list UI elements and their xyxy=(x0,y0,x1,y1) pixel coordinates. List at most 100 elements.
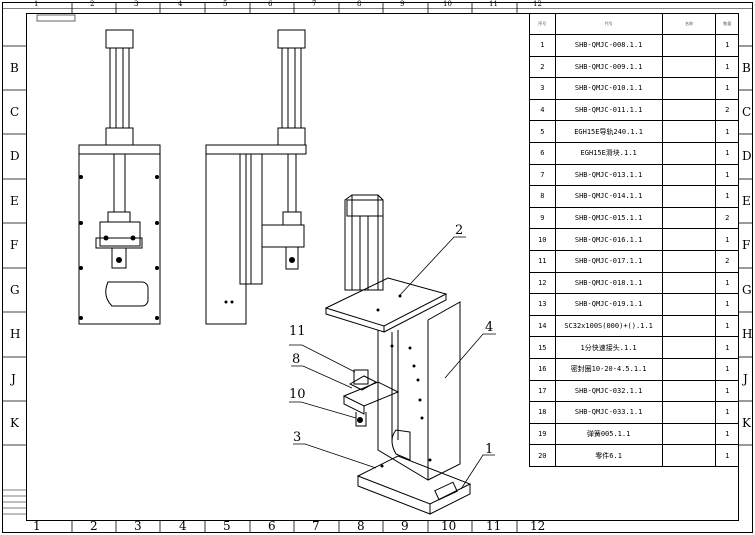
bom-no: 16 xyxy=(529,357,556,381)
bom-qty: 2 xyxy=(715,249,739,273)
bom-no: 4 xyxy=(529,98,556,122)
bom-qty: 1 xyxy=(715,293,739,316)
bom-desc xyxy=(661,77,717,100)
bom-desc xyxy=(661,185,717,208)
bom-desc xyxy=(661,206,717,230)
bom-part: SC32x100S(000)+().1.1 xyxy=(554,314,663,338)
bom-qty: 2 xyxy=(715,98,739,122)
bom-no: 12 xyxy=(529,271,556,295)
zone-bottom-label: 10 xyxy=(441,519,457,533)
zone-right-label: G xyxy=(742,283,752,297)
bom-header-cell: 名称 xyxy=(661,13,717,35)
zone-left-label: D xyxy=(10,149,20,163)
bom-qty: 1 xyxy=(715,401,739,424)
zone-top-label: 4 xyxy=(178,0,183,8)
zone-bottom-label: 4 xyxy=(179,519,187,533)
bom-part: SHB-QMJC-033.1.1 xyxy=(554,401,663,424)
bom-no: 14 xyxy=(529,314,556,338)
bom-qty: 1 xyxy=(715,271,739,295)
zone-bottom-label: 11 xyxy=(486,519,502,533)
bom-header-cell: 序号 xyxy=(529,13,556,35)
bom-part: SHB-QMJC-011.1.1 xyxy=(554,98,663,122)
bom-no: 17 xyxy=(529,379,556,403)
bom-part: SHB-QMJC-017.1.1 xyxy=(554,249,663,273)
zone-bottom-label: 6 xyxy=(268,519,276,533)
bom-desc xyxy=(661,141,717,165)
zone-bottom-label: 1 xyxy=(33,519,41,533)
zone-right-label: D xyxy=(742,149,752,163)
bom-desc xyxy=(661,314,717,338)
bom-qty: 1 xyxy=(715,228,739,251)
zone-left-label: B xyxy=(10,61,19,75)
bom-no: 7 xyxy=(529,163,556,187)
zone-top-label: 10 xyxy=(443,0,452,8)
zone-right-label: E xyxy=(742,194,751,208)
zone-right-label: B xyxy=(742,61,751,75)
bom-part: 密封圈10-20-4.5.1.1 xyxy=(554,357,663,381)
isometric-view xyxy=(324,194,472,515)
bom-desc xyxy=(661,357,717,381)
bom-part: 弹簧005.1.1 xyxy=(554,422,663,446)
bom-qty: 1 xyxy=(715,357,739,381)
bom-desc xyxy=(661,228,717,251)
bom-qty: 2 xyxy=(715,206,739,230)
bom-qty: 1 xyxy=(715,185,739,208)
zone-bottom-label: 8 xyxy=(357,519,365,533)
bom-desc xyxy=(661,163,717,187)
bom-no: 9 xyxy=(529,206,556,230)
bom-no: 2 xyxy=(529,55,556,79)
bom-header-cell: 代号 xyxy=(554,13,663,35)
zone-top-label: 9 xyxy=(400,0,405,8)
inner-border xyxy=(26,13,739,521)
zone-top-label: 12 xyxy=(533,0,542,8)
bom-no: 10 xyxy=(529,228,556,251)
zone-left-label: E xyxy=(10,194,19,208)
bom-header-row: 序号 代号 名称 数量 xyxy=(529,13,739,35)
bom-part: SHB-QMJC-032.1.1 xyxy=(554,379,663,403)
bom-part: SHB-QMJC-013.1.1 xyxy=(554,163,663,187)
bom-desc xyxy=(661,422,717,446)
bom-part: SHB-QMJC-014.1.1 xyxy=(554,185,663,208)
zone-left-label: G xyxy=(10,283,20,297)
bom-part: SHB-QMJC-008.1.1 xyxy=(554,34,663,57)
zone-left-label: H xyxy=(10,327,21,341)
zone-top-label: 5 xyxy=(223,0,228,8)
bom-part: EGH15E滑块.1.1 xyxy=(554,141,663,165)
bom-part: SHB-QMJC-015.1.1 xyxy=(554,206,663,230)
bom-part: SHB-QMJC-010.1.1 xyxy=(554,77,663,100)
bom-no: 15 xyxy=(529,336,556,359)
balloon-label: 11 xyxy=(289,324,306,339)
zone-right-label: K xyxy=(742,416,751,430)
bom-qty: 1 xyxy=(715,422,739,446)
balloon-label: 2 xyxy=(455,223,464,238)
zone-left-label: C xyxy=(10,105,20,119)
bom-qty: 1 xyxy=(715,163,739,187)
balloon-label: 8 xyxy=(292,352,301,367)
bom-desc xyxy=(661,249,717,273)
bom-qty: 1 xyxy=(715,379,739,403)
side-view xyxy=(205,29,307,325)
zone-right-label: F xyxy=(742,238,751,252)
bom-no: 19 xyxy=(529,422,556,446)
zone-left-label: K xyxy=(10,416,19,430)
bom-desc xyxy=(661,293,717,316)
zone-bottom-label: 12 xyxy=(530,519,546,533)
bom-no: 1 xyxy=(529,34,556,57)
bom-desc xyxy=(661,34,717,57)
bom-qty: 1 xyxy=(715,77,739,100)
bom-qty: 1 xyxy=(715,444,739,467)
zone-top-label: 2 xyxy=(90,0,95,8)
